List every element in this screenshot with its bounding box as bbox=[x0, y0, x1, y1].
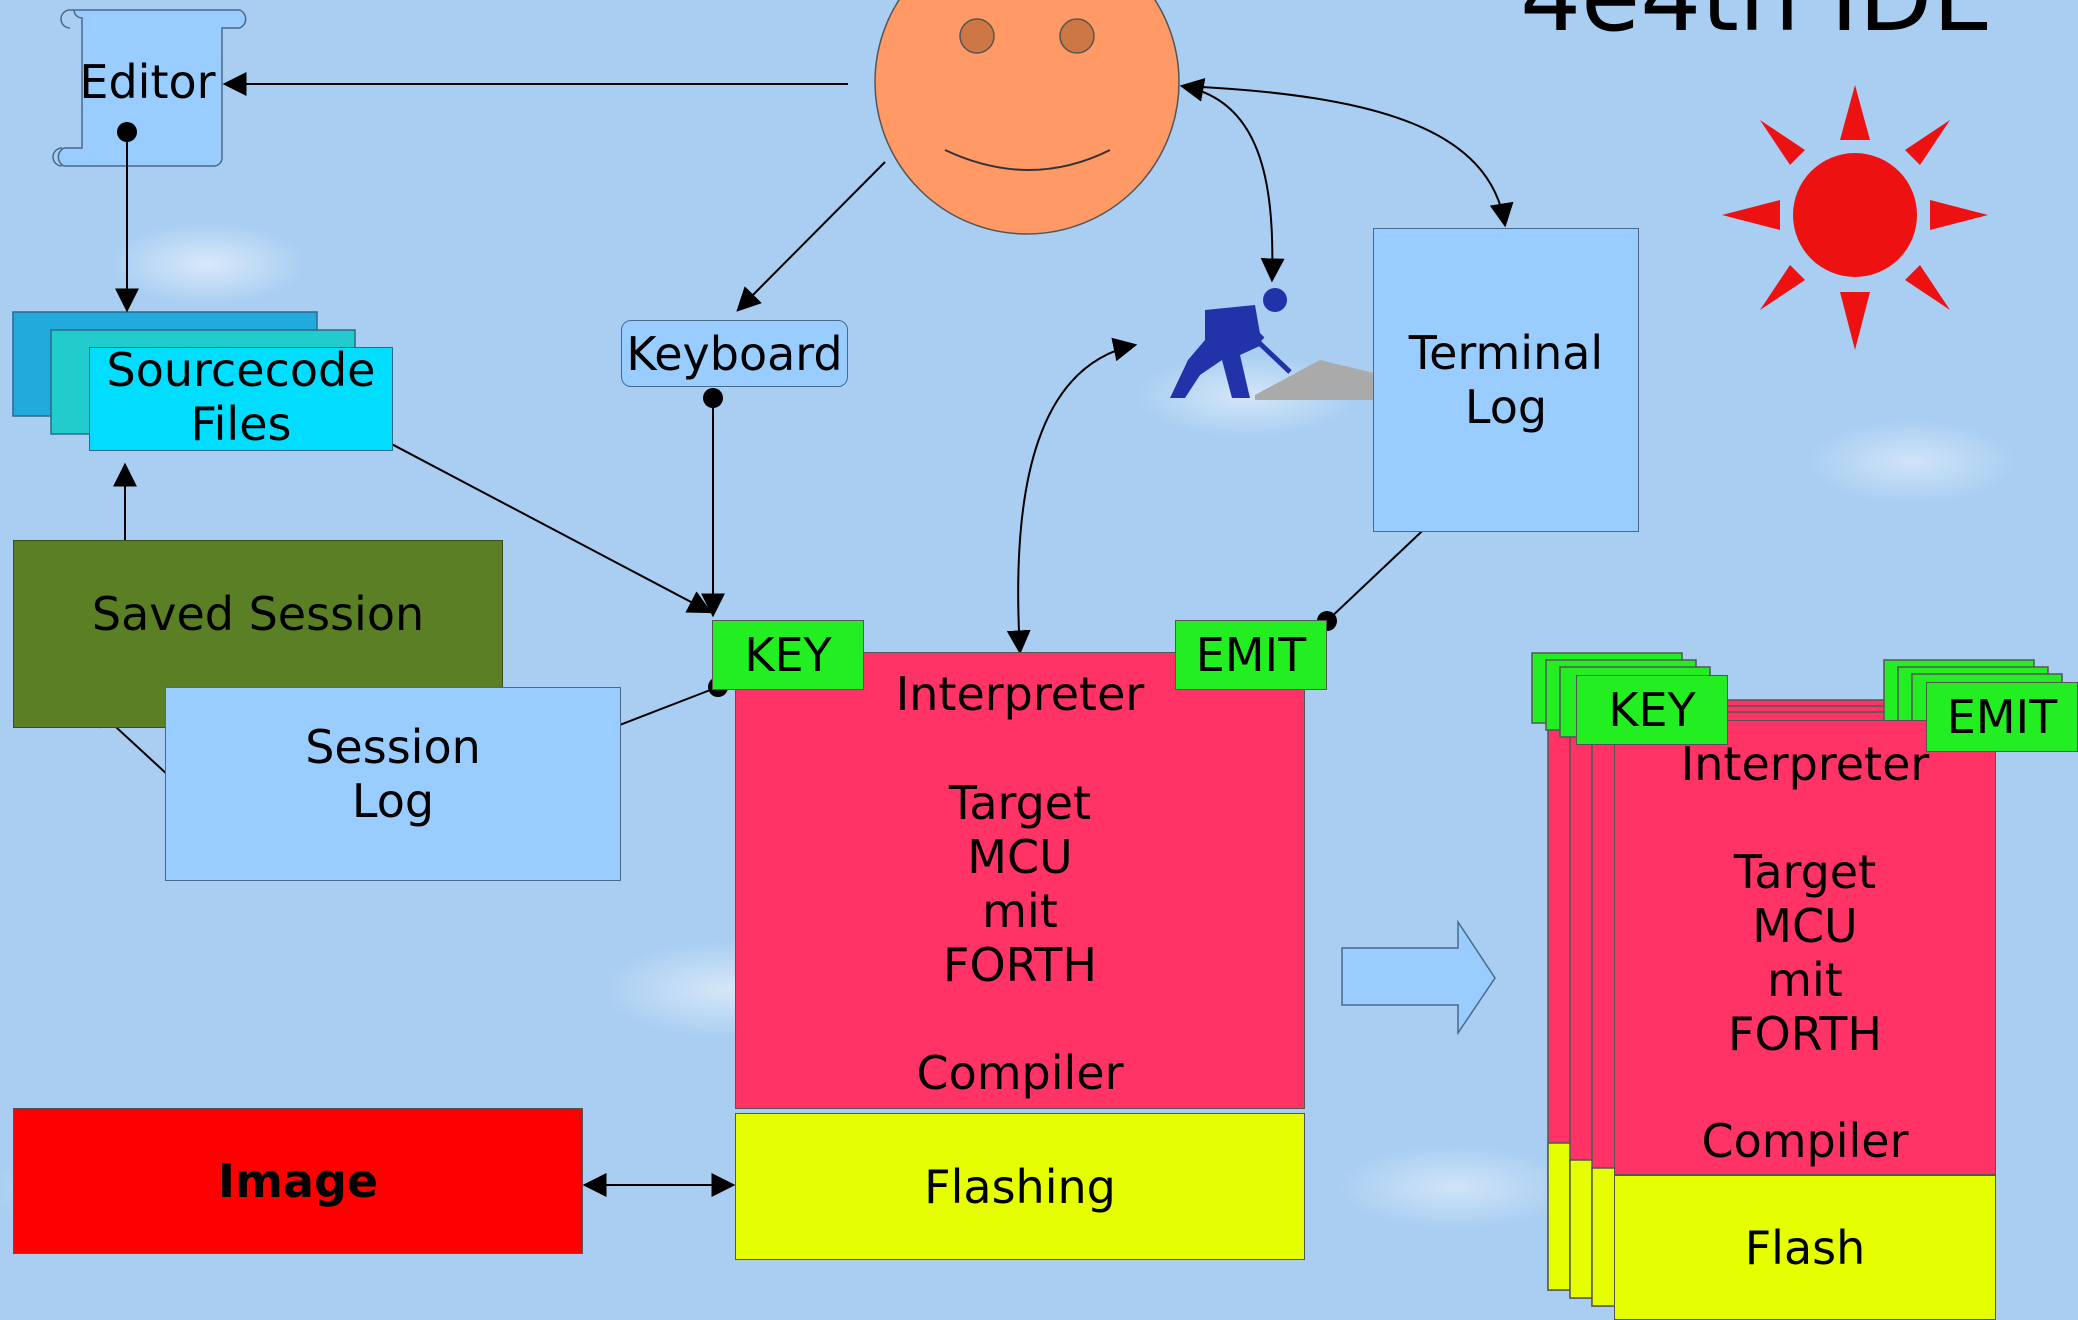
clone-compiler-label: Compiler bbox=[1701, 1114, 1909, 1168]
sourcecode-files: Sourcecode Files bbox=[89, 343, 393, 451]
terminal-log-box: Terminal Log bbox=[1373, 228, 1639, 532]
scroll-icon bbox=[52, 9, 247, 167]
session-log-box: Session Log bbox=[165, 687, 621, 881]
block-arrow-right-icon bbox=[1341, 919, 1496, 1036]
image-box: Image bbox=[13, 1108, 583, 1254]
clone-key-port: KEY bbox=[1576, 675, 1728, 745]
clone-interpreter-label: Interpreter bbox=[1680, 737, 1930, 791]
editor-label: Editor bbox=[79, 55, 216, 109]
target-mcu-box: Interpreter Target MCU mit FORTH Compile… bbox=[735, 652, 1305, 1109]
mcu-body-label: Target MCU mit FORTH bbox=[943, 775, 1097, 992]
clone-body-label: Target MCU mit FORTH bbox=[1728, 844, 1882, 1061]
worker-digging-icon bbox=[1170, 288, 1382, 400]
diagram-title: 4e4th IDE bbox=[1520, 0, 1993, 52]
clone-emit-port: EMIT bbox=[1926, 682, 2078, 752]
clone-flash-box: Flash bbox=[1614, 1175, 1996, 1320]
flashing-box: Flashing bbox=[735, 1113, 1305, 1260]
mcu-compiler-label: Compiler bbox=[916, 1046, 1124, 1100]
clone-mcu-box: Interpreter Target MCU mit FORTH Compile… bbox=[1614, 720, 1996, 1175]
key-port: KEY bbox=[712, 620, 864, 690]
emit-port: EMIT bbox=[1175, 620, 1327, 690]
mcu-interpreter-label: Interpreter bbox=[895, 667, 1145, 721]
smiley-face-icon bbox=[874, 0, 1180, 235]
keyboard-box: Keyboard bbox=[621, 320, 848, 387]
sun-icon bbox=[1722, 85, 1988, 350]
